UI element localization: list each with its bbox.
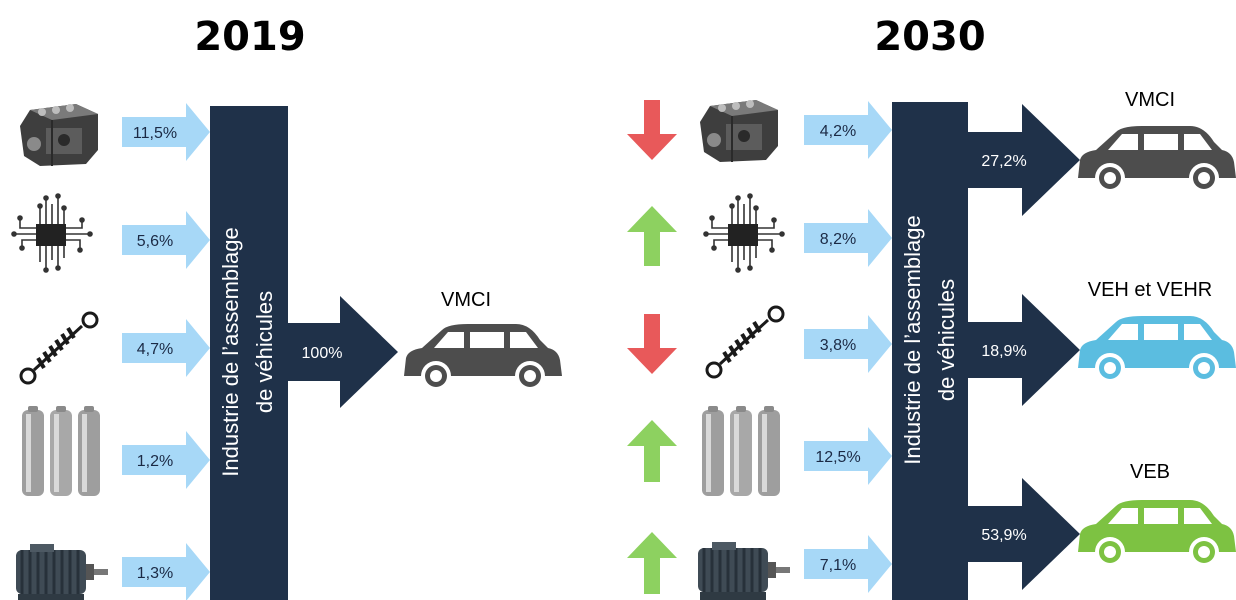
input-share-label: 12,5% xyxy=(815,449,860,466)
car-icon xyxy=(1078,500,1236,567)
input-arrow xyxy=(122,211,210,269)
output-arrow xyxy=(288,296,398,408)
output-share-label: 100% xyxy=(302,345,343,362)
input-arrow xyxy=(804,427,892,485)
microchip-icon xyxy=(11,193,93,273)
trend-down-arrow-icon xyxy=(627,314,677,374)
output-share-label: 27,2% xyxy=(981,153,1026,170)
year-2030-title: 2030 xyxy=(874,14,985,60)
input-arrow xyxy=(122,319,210,377)
electric-motor-icon xyxy=(696,540,792,600)
column-label-line2: de véhicules xyxy=(934,279,959,401)
batteries-icon xyxy=(702,406,780,496)
input-arrow xyxy=(804,535,892,593)
electric-motor-icon xyxy=(14,542,110,600)
column-label-line1: Industrie de l’assemblage xyxy=(218,227,243,476)
input-share-label: 11,5% xyxy=(133,125,177,142)
microchip-icon xyxy=(703,193,785,273)
car-icon xyxy=(1078,316,1236,383)
car-type-label: VEB xyxy=(1130,461,1170,483)
input-share-label: 1,3% xyxy=(137,565,173,582)
car-type-label: VMCI xyxy=(441,289,491,311)
input-share-label: 7,1% xyxy=(820,557,856,574)
input-share-label: 3,8% xyxy=(820,337,856,354)
output-arrow xyxy=(968,294,1080,406)
output-arrow xyxy=(968,104,1080,216)
year-2019-title: 2019 xyxy=(194,14,305,60)
output-arrow xyxy=(968,478,1080,590)
trend-up-arrow-icon xyxy=(627,206,677,266)
car-icon xyxy=(404,324,562,391)
shock-absorber-icon xyxy=(19,311,99,385)
trend-down-arrow-icon xyxy=(627,100,677,160)
input-arrow xyxy=(804,315,892,373)
assembly-industry-column xyxy=(892,102,968,600)
input-arrow xyxy=(804,101,892,159)
input-share-label: 1,2% xyxy=(137,453,173,470)
input-arrow xyxy=(122,103,210,161)
engine-block-icon xyxy=(19,103,99,167)
input-arrow xyxy=(122,543,210,600)
trend-up-arrow-icon xyxy=(627,420,677,482)
shock-absorber-icon xyxy=(705,305,785,379)
trend-up-arrow-icon xyxy=(627,532,677,594)
car-type-label: VEH et VEHR xyxy=(1088,279,1212,301)
batteries-icon xyxy=(22,406,100,496)
input-share-label: 5,6% xyxy=(137,233,173,250)
column-label-line2: de véhicules xyxy=(252,291,277,413)
input-arrow xyxy=(804,209,892,267)
car-icon xyxy=(1078,126,1236,193)
car-type-label: VMCI xyxy=(1125,89,1175,111)
output-share-label: 53,9% xyxy=(981,527,1026,544)
output-share-label: 18,9% xyxy=(981,343,1026,360)
input-share-label: 4,7% xyxy=(137,341,173,358)
input-share-label: 8,2% xyxy=(820,231,856,248)
assembly-industry-column xyxy=(210,106,288,600)
engine-block-icon xyxy=(699,99,779,163)
column-label-line1: Industrie de l’assemblage xyxy=(900,215,925,464)
input-arrow xyxy=(122,431,210,489)
input-share-label: 4,2% xyxy=(820,123,856,140)
